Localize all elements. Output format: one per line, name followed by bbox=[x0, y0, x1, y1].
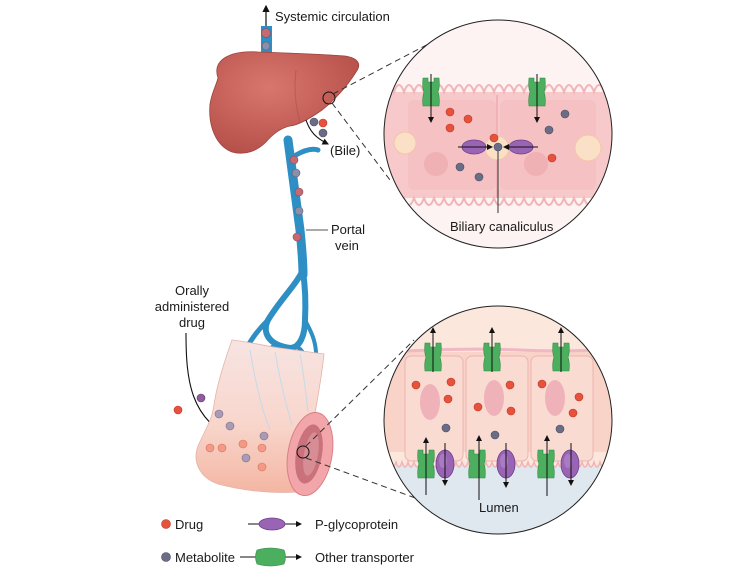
gut-metabolite-particles bbox=[441, 423, 565, 440]
intestine-zoom-region bbox=[296, 445, 310, 459]
oral-drug-label-line2: administered bbox=[154, 299, 230, 314]
other-transporter-icon bbox=[468, 449, 486, 479]
liver bbox=[209, 51, 360, 154]
liver-metabolite-particles bbox=[455, 109, 570, 182]
p-glycoprotein-legend-icon bbox=[258, 517, 286, 531]
legend-metabolite-label: Metabolite bbox=[175, 550, 235, 565]
liver-drug-particles bbox=[445, 107, 557, 163]
portal-vein bbox=[242, 135, 321, 362]
metabolite-particle bbox=[196, 393, 206, 403]
portal-vein-label-line1: Portal bbox=[331, 222, 365, 237]
gut-drug-particles bbox=[411, 377, 584, 418]
other-transporter-legend-icon bbox=[255, 547, 286, 567]
gut-magnified-view bbox=[383, 305, 613, 535]
oral-drug-label-line3: drug bbox=[178, 315, 206, 330]
liver-magnified-view bbox=[383, 19, 613, 249]
portal-vein-particles bbox=[289, 155, 304, 242]
gut-callout-lines bbox=[305, 339, 449, 511]
biliary-canaliculus-label: Biliary canaliculus bbox=[450, 219, 554, 234]
p-glycoprotein-icon bbox=[560, 449, 580, 479]
other-transporter-icon bbox=[537, 449, 555, 479]
bile-arrow bbox=[305, 119, 329, 145]
drug-particle bbox=[173, 405, 183, 415]
legend-drug-label: Drug bbox=[175, 517, 204, 532]
liver-zoom-region bbox=[322, 91, 336, 105]
legend bbox=[161, 517, 302, 567]
intestine bbox=[195, 339, 334, 497]
portal-vein-label-line2: vein bbox=[335, 238, 359, 253]
intestine-particles bbox=[205, 409, 269, 472]
oral-drug-label-line1: Orally bbox=[175, 283, 209, 298]
drug-legend-icon bbox=[161, 519, 171, 529]
hepatic-vein bbox=[261, 26, 272, 62]
bile-label: (Bile) bbox=[330, 143, 361, 158]
legend-p-glycoprotein-label: P-glycoprotein bbox=[315, 517, 399, 532]
systemic-circulation-label: Systemic circulation bbox=[275, 9, 390, 24]
legend-other-transporter-label: Other transporter bbox=[315, 550, 414, 565]
bile-particles bbox=[309, 117, 328, 138]
lumen-label: Lumen bbox=[479, 500, 519, 515]
metabolite-legend-icon bbox=[161, 552, 171, 562]
